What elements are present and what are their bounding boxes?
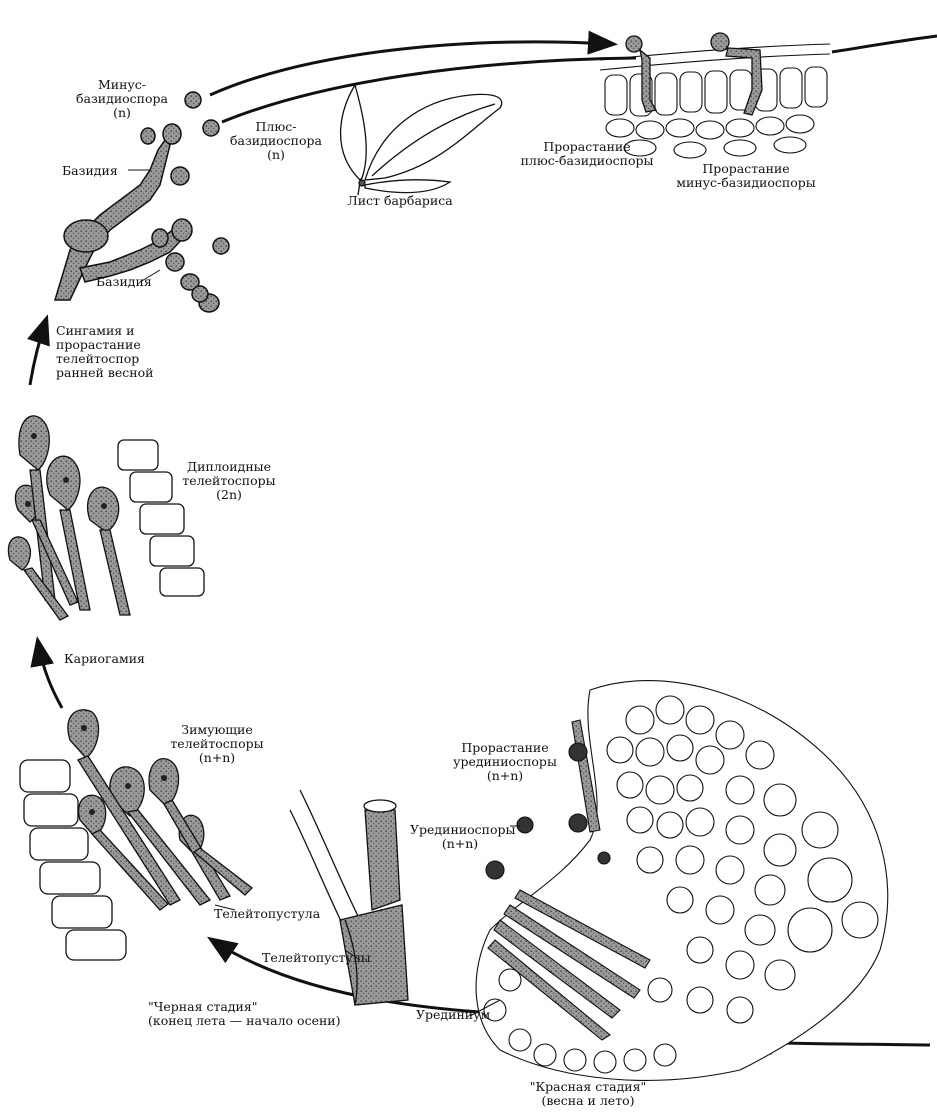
wintering-teliospores (19, 709, 253, 961)
label-teliopustule: Телейтопустула (214, 906, 321, 921)
label-basidium-bottom: Базидия (96, 274, 152, 289)
arrow-uredinium-to-telium (206, 936, 481, 1014)
host-cells-lower (19, 759, 127, 961)
urediniospores (485, 742, 611, 880)
leaf-tissue-cells (483, 695, 879, 1074)
basidiospores (184, 91, 230, 255)
label-red-stage: "Красная стадия" (весна и лето) (529, 1079, 647, 1108)
barberry-leaf-illustration (339, 83, 503, 196)
germinating-hyphae (625, 32, 763, 116)
label-karyogamy: Кариогамия (64, 651, 145, 666)
cycle-arrows (27, 30, 937, 1055)
leaf-section-basidiospore-germination (599, 32, 831, 159)
arrow-plus-spore-to-leaf (221, 56, 637, 124)
plus-basidiospore (202, 119, 220, 137)
uredinium-section (475, 680, 889, 1081)
diploid-teliospores (7, 415, 205, 621)
pointer-lines (128, 169, 520, 1017)
minus-basidiospore (184, 91, 202, 109)
host-cells-upper (117, 439, 205, 597)
label-black-stage: "Черная стадия" (конец лета — начало осе… (148, 999, 341, 1028)
label-uredinium: Урединиум (416, 1007, 491, 1022)
label-wintering-teliospores: Зимующие телейтоспоры (n+n) (170, 722, 264, 765)
label-barberry-leaf: Лист барбариса (347, 193, 453, 208)
arrow-karyogamy-up (30, 636, 64, 709)
label-diploid-teliospores: Диплоидные телейтоспоры (2n) (182, 459, 276, 502)
label-syngamy: Сингамия и прорастание телейтоспор ранне… (56, 323, 154, 380)
label-plus-germination: Прорастание плюс-базидиоспоры (520, 139, 654, 168)
label-plus-basidiospore: Плюс- базидиоспора (n) (230, 119, 322, 162)
label-basidium-top: Базидия (62, 163, 118, 178)
arrow-syngamy-up (27, 314, 50, 386)
arrow-infection-out (831, 34, 937, 54)
label-minus-basidiospore: Минус- базидиоспора (n) (76, 77, 168, 120)
label-minus-germination: Прорастание минус-базидиоспоры (676, 161, 816, 190)
leaf-cells (604, 66, 828, 159)
label-urediniospores: Урединиоспоры (n+n) (410, 822, 516, 851)
wheat-stem-teliopustules (289, 789, 409, 1006)
free-basidiospore (212, 237, 230, 255)
label-urediniospore-germination: Прорастание урединиоспоры (n+n) (453, 740, 557, 783)
arrow-minus-spore-to-leaf (209, 30, 618, 97)
urediniospore-chains (487, 719, 651, 1041)
basidia-germinating-teliospore (53, 123, 220, 313)
label-teliopustules: Телейтопустулы (262, 950, 371, 965)
